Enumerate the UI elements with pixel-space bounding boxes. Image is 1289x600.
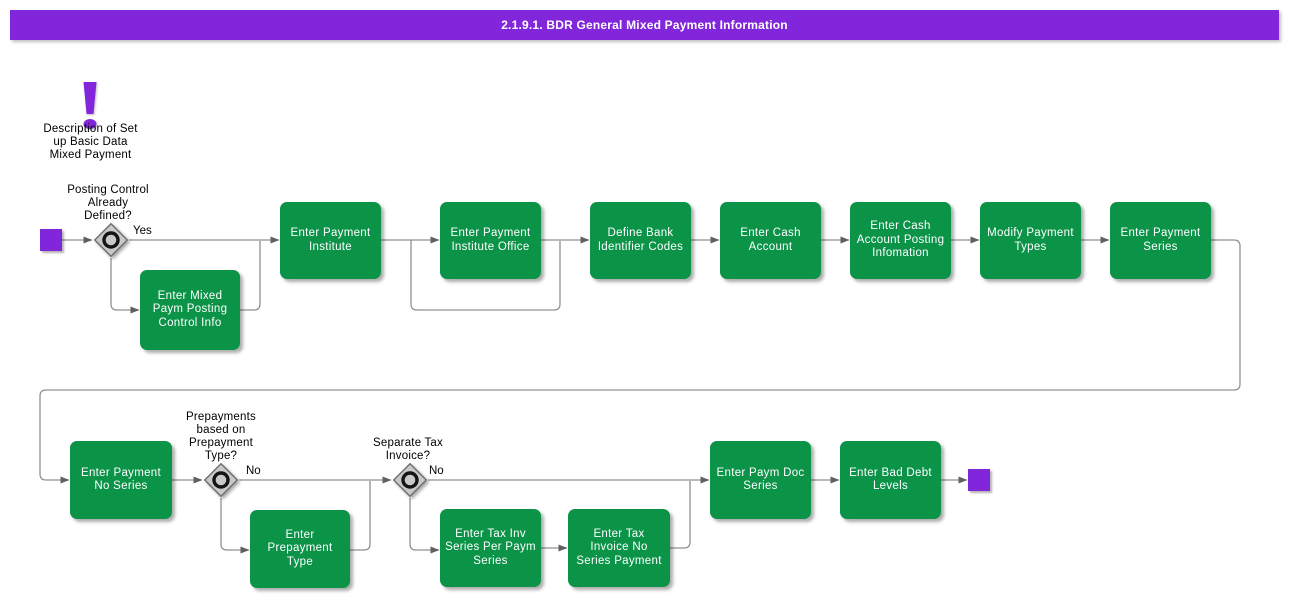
activity-enter-tax-inv-series-per-paym-series[interactable]: Enter Tax Inv Series Per Paym Series	[440, 509, 541, 587]
activity-enter-cash-account[interactable]: Enter Cash Account	[720, 202, 821, 279]
activity-enter-prepayment-type[interactable]: Enter Prepayment Type	[250, 510, 350, 588]
decision-label-separate-tax: Separate Tax Invoice?	[373, 437, 443, 462]
activity-enter-paym-doc-series[interactable]: Enter Paym Doc Series	[710, 441, 811, 519]
decision-separate-tax-invoice[interactable]	[392, 462, 428, 498]
start-node	[40, 229, 62, 251]
branch-label-no-prepayments: No	[246, 465, 261, 477]
activity-enter-payment-series[interactable]: Enter Payment Series	[1110, 202, 1211, 279]
decision-label-posting-control: Posting Control Already Defined?	[67, 184, 149, 222]
decision-label-prepayments: Prepayments based on Prepayment Type?	[186, 411, 256, 462]
exclamation-icon	[75, 80, 105, 132]
activity-enter-payment-no-series[interactable]: Enter Payment No Series	[70, 441, 172, 519]
activity-enter-payment-institute[interactable]: Enter Payment Institute	[280, 202, 381, 279]
diagram-title-bar: 2.1.9.1. BDR General Mixed Payment Infor…	[10, 10, 1279, 40]
decision-prepayments[interactable]	[203, 462, 239, 498]
activity-enter-payment-institute-office[interactable]: Enter Payment Institute Office	[440, 202, 541, 279]
decision-posting-control[interactable]	[93, 222, 129, 258]
branch-label-yes: Yes	[133, 225, 152, 237]
branch-label-no-separate-tax: No	[429, 465, 444, 477]
activity-enter-mixed-paym-posting-control-info[interactable]: Enter Mixed Paym Posting Control Info	[140, 270, 240, 350]
page-title: 2.1.9.1. BDR General Mixed Payment Infor…	[501, 18, 788, 32]
activity-define-bank-identifier-codes[interactable]: Define Bank Identifier Codes	[590, 202, 691, 279]
activity-enter-tax-invoice-no-series-payment[interactable]: Enter Tax Invoice No Series Payment	[568, 509, 670, 587]
activity-enter-cash-account-posting-infomation[interactable]: Enter Cash Account Posting Infomation	[850, 202, 951, 279]
activity-modify-payment-types[interactable]: Modify Payment Types	[980, 202, 1081, 279]
note-text: Description of Set up Basic Data Mixed P…	[43, 123, 138, 161]
end-node	[968, 469, 990, 491]
activity-enter-bad-debt-levels[interactable]: Enter Bad Debt Levels	[840, 441, 941, 519]
